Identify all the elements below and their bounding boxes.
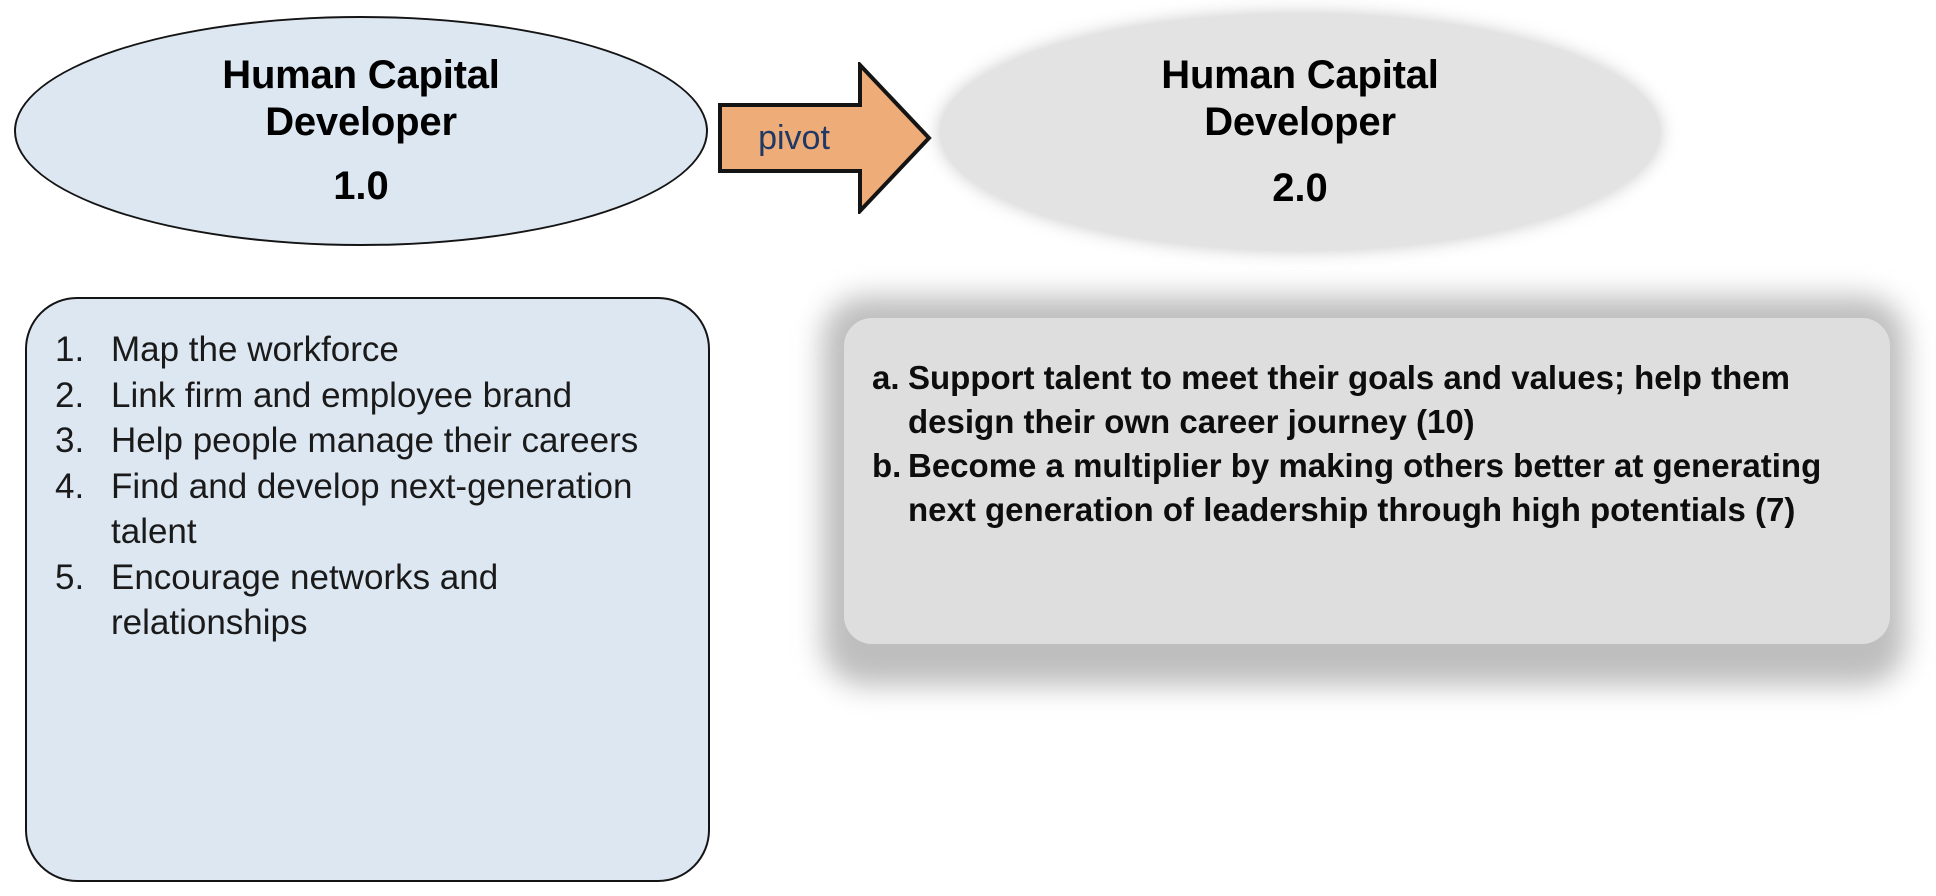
list-item-marker: b.	[872, 446, 902, 484]
left-ellipse-version: 1.0	[333, 163, 389, 208]
list-item-text: Find and develop next-generation talent	[111, 466, 633, 552]
list-item-text: Become a multiplier by making others bet…	[908, 446, 1822, 528]
right-ellipse-title-line2: Developer	[1204, 100, 1396, 145]
list-item-marker: 1.	[55, 330, 85, 369]
list-item-marker: 5.	[55, 557, 85, 597]
left-ellipse-title-line2: Developer	[265, 100, 457, 145]
list-item: 5. Encourage networks and relationships	[55, 555, 688, 646]
node-human-capital-developer-1: Human Capital Developer 1.0	[14, 16, 708, 246]
node-human-capital-developer-2: Human Capital Developer 2.0	[940, 14, 1660, 250]
list-item: a. Support talent to meet their goals an…	[872, 356, 1864, 444]
list-item-marker: a.	[872, 359, 900, 396]
left-ellipse-title-line1: Human Capital	[222, 53, 500, 98]
list-item: b. Become a multiplier by making others …	[872, 444, 1864, 532]
list-item-text: Support talent to meet their goals and v…	[908, 359, 1790, 440]
list-item: 3. Help people manage their careers	[55, 418, 688, 464]
list-item: 4. Find and develop next-generation tale…	[55, 464, 688, 555]
list-item: 2. Link firm and employee brand	[55, 373, 688, 419]
right-capabilities-box: a. Support talent to meet their goals an…	[844, 318, 1890, 644]
list-item-text: Encourage networks and relationships	[111, 557, 499, 643]
right-arrow-icon	[718, 62, 932, 214]
list-item-marker: 2.	[55, 375, 85, 415]
pivot-arrow-label: pivot	[758, 118, 830, 157]
list-item-marker: 3.	[55, 421, 85, 460]
right-ellipse-version: 2.0	[1272, 165, 1328, 210]
pivot-arrow: pivot	[718, 62, 932, 214]
right-ellipse-title-line1: Human Capital	[1161, 53, 1439, 98]
list-item-text: Map the workforce	[111, 330, 399, 369]
list-item: 1. Map the workforce	[55, 327, 688, 373]
left-capabilities-box: 1. Map the workforce 2. Link firm and em…	[25, 297, 710, 882]
list-item-text: Help people manage their careers	[111, 421, 639, 460]
right-capabilities-list: a. Support talent to meet their goals an…	[872, 356, 1864, 532]
list-item-marker: 4.	[55, 466, 85, 506]
left-capabilities-list: 1. Map the workforce 2. Link firm and em…	[55, 327, 688, 646]
list-item-text: Link firm and employee brand	[111, 375, 573, 415]
